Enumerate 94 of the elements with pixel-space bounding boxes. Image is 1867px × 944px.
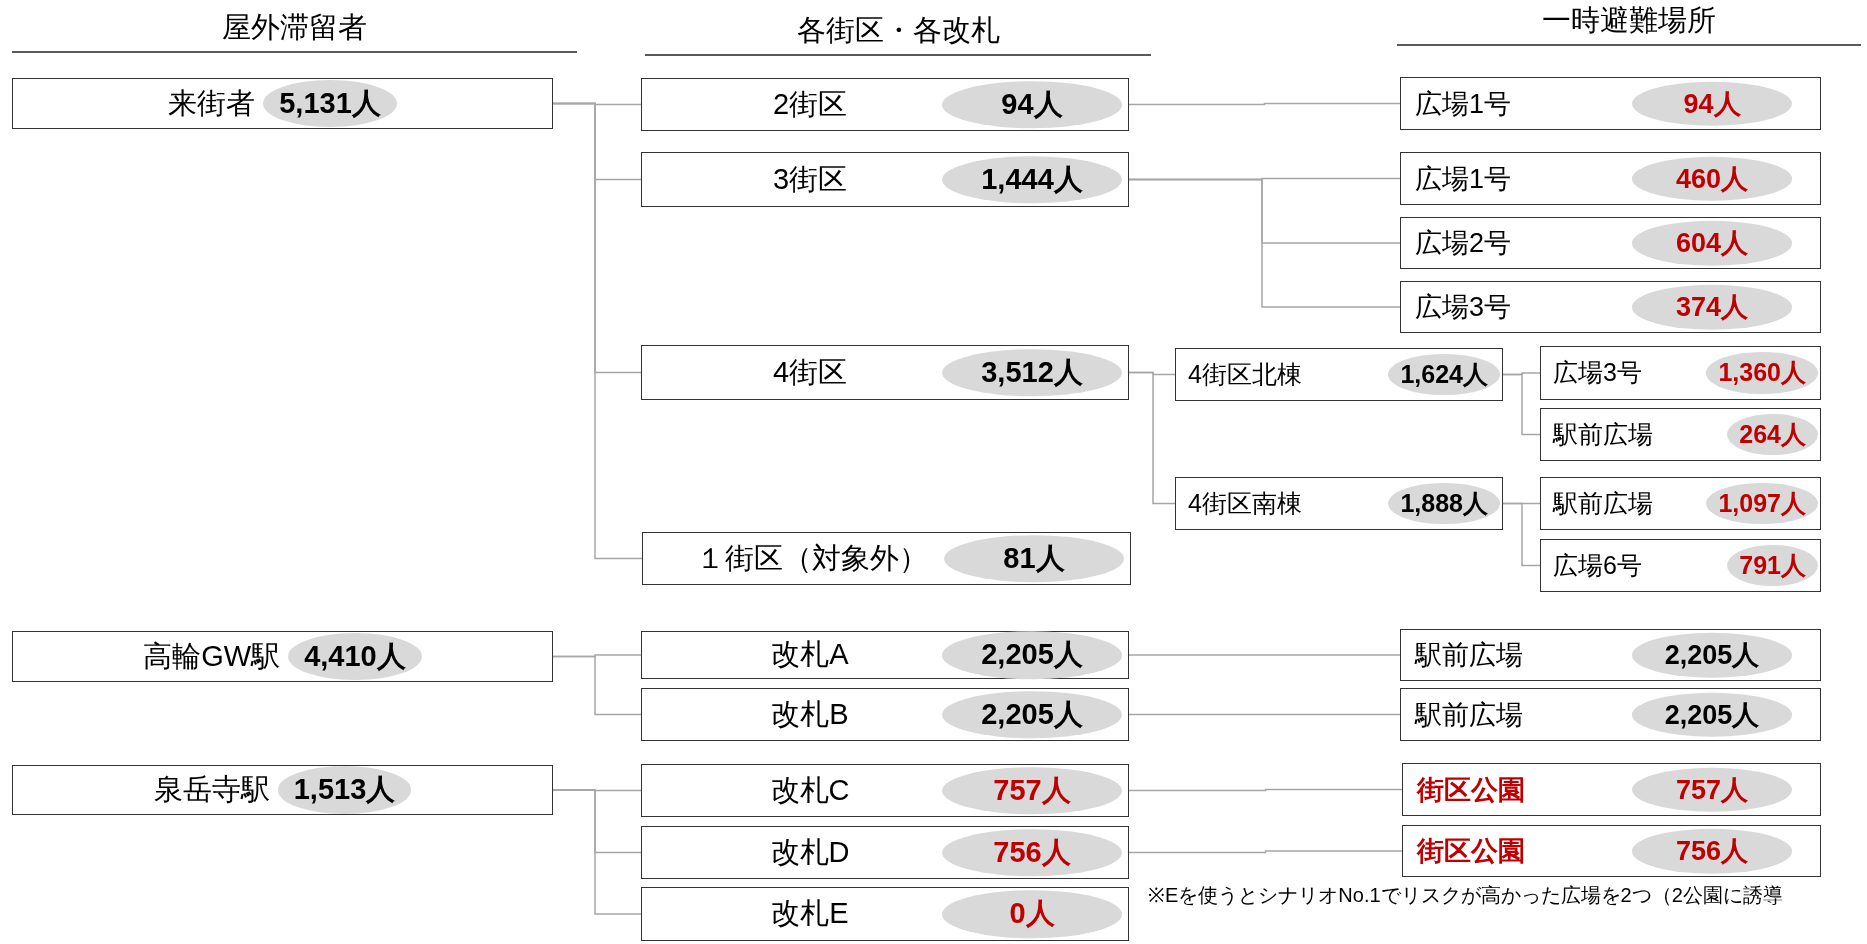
connector-line (1128, 713, 1401, 716)
count-ellipse: 1,444人 (942, 155, 1122, 204)
count-box (1175, 477, 1503, 530)
area-name: 2街区 (771, 86, 849, 122)
shelter-name: 広場2号 (1415, 226, 1512, 260)
count-box (641, 78, 1129, 131)
connector-line (1128, 850, 1403, 854)
connector-line (1128, 788, 1403, 792)
shelter-name: 広場1号 (1415, 87, 1512, 121)
count-box (641, 631, 1129, 679)
count-box (642, 532, 1131, 585)
count-ellipse: 757人 (942, 766, 1122, 815)
column-heading: 一時避難場所 (1542, 3, 1716, 38)
connector-line (1502, 502, 1541, 567)
shelter-name: 駅前広場 (1415, 638, 1523, 672)
count-ellipse: 756人 (1632, 828, 1792, 874)
count-box (1400, 217, 1821, 269)
count-ellipse: 94人 (1632, 81, 1792, 126)
column-heading: 屋外滞留者 (222, 10, 367, 45)
count-box (1400, 688, 1821, 741)
column-heading: 各街区・各改札 (796, 13, 1000, 48)
count-ellipse: 2,205人 (1632, 692, 1792, 737)
count-ellipse: 756人 (942, 828, 1122, 877)
count-box (1540, 346, 1821, 400)
count-box (1402, 763, 1821, 816)
count-ellipse: 5,131人 (263, 79, 397, 128)
count-box (1400, 629, 1821, 681)
count-box (641, 764, 1129, 817)
shelter-name: 街区公園 (1417, 834, 1525, 868)
connector-line (1128, 178, 1401, 308)
count-box (1540, 477, 1821, 530)
count-box (641, 152, 1129, 207)
area-name: 改札D (769, 834, 851, 870)
count-ellipse: 4,410人 (288, 632, 422, 681)
count-ellipse: 1,624人 (1388, 353, 1500, 396)
place-name: 駅前広場 (1553, 487, 1653, 519)
count-ellipse: 460人 (1632, 156, 1792, 201)
count-box (641, 826, 1129, 879)
place-name: 4街区南棟 (1188, 487, 1302, 519)
count-ellipse: 757人 (1632, 767, 1792, 812)
count-ellipse: 1,360人 (1706, 352, 1818, 394)
area-name: １街区（対象外） (694, 540, 929, 576)
connector-line (1128, 654, 1401, 656)
count-ellipse: 374人 (1632, 284, 1792, 330)
connector-line (1128, 102, 1401, 106)
count-box (12, 78, 553, 129)
count-ellipse: 81人 (944, 534, 1124, 583)
shelter-name: 広場3号 (1415, 290, 1512, 324)
count-box (1175, 348, 1503, 401)
count-ellipse: 2,205人 (1632, 632, 1792, 678)
count-box (1400, 281, 1821, 333)
count-box (12, 631, 553, 682)
count-ellipse: 0人 (942, 890, 1122, 938)
count-box (1402, 825, 1821, 877)
group-name: 高輪GW駅 (143, 638, 281, 674)
count-box (1400, 77, 1821, 130)
count-ellipse: 791人 (1727, 544, 1818, 587)
note-text: ※Eを使うとシナリオNo.1でリスクが高かった広場を2つ（2公園に誘導 (1148, 884, 1784, 906)
place-name: 広場3号 (1553, 357, 1642, 389)
shelter-name: 駅前広場 (1415, 698, 1523, 732)
count-ellipse: 604人 (1632, 220, 1792, 266)
connector-line (552, 655, 642, 716)
count-box (641, 688, 1129, 741)
place-name: 広場6号 (1553, 549, 1642, 581)
shelter-name: 街区公園 (1417, 773, 1525, 807)
shelter-name: 広場1号 (1415, 162, 1512, 196)
area-name: 3街区 (771, 161, 849, 197)
group-name: 来街者 (168, 85, 256, 121)
place-name: 駅前広場 (1553, 418, 1653, 450)
count-box (12, 765, 553, 815)
count-ellipse: 3,512人 (942, 348, 1122, 397)
count-box (1540, 539, 1821, 592)
count-ellipse: 94人 (942, 80, 1122, 129)
connector-line (552, 102, 643, 560)
count-box (641, 887, 1129, 941)
area-name: 改札C (769, 772, 851, 808)
count-box (1400, 152, 1821, 205)
count-ellipse: 2,205人 (942, 690, 1122, 739)
group-name: 泉岳寺駅 (153, 772, 270, 808)
count-ellipse: 1,513人 (277, 766, 412, 814)
area-name: 改札E (770, 896, 850, 932)
place-name: 4街区北棟 (1188, 358, 1302, 390)
connector-line (1502, 373, 1541, 436)
count-ellipse: 2,205人 (942, 631, 1122, 679)
area-name: 改札B (770, 696, 850, 732)
count-box (1540, 408, 1821, 461)
count-box (641, 345, 1129, 400)
connector-line (552, 789, 642, 915)
area-name: 4街区 (771, 354, 849, 390)
count-ellipse: 1,888人 (1388, 482, 1500, 525)
count-ellipse: 264人 (1727, 413, 1818, 456)
count-ellipse: 1,097人 (1706, 482, 1818, 525)
area-name: 改札A (770, 637, 850, 673)
connector-line (1128, 371, 1176, 505)
